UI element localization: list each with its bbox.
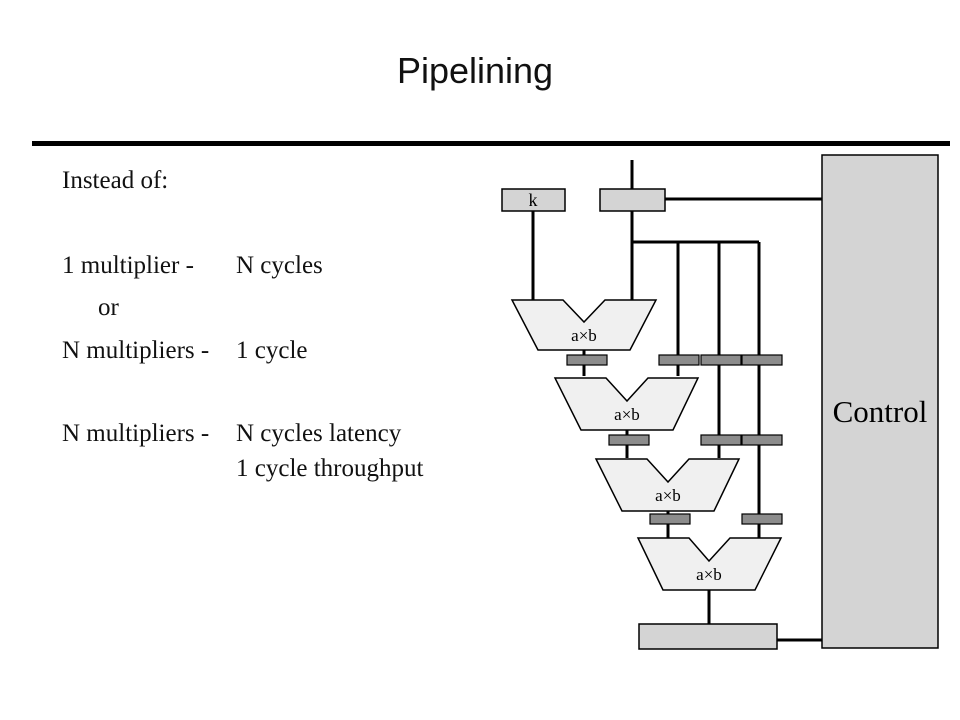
multiplier-3 [594, 458, 741, 512]
or-text: or [98, 294, 119, 321]
option2-left: N multipliers - [62, 337, 210, 364]
delay-register-1b [700, 354, 742, 366]
delay-register-1c [741, 354, 783, 366]
slide-title: Pipelining [396, 50, 554, 91]
delay-register-3a [741, 513, 783, 525]
multiplier-1 [510, 299, 658, 351]
output-register [638, 623, 778, 650]
option3-left: N multipliers - [62, 420, 210, 447]
k-label: k [529, 190, 538, 210]
option1-right: N cycles [236, 252, 323, 279]
multiplier-2-label: a×b [614, 405, 640, 424]
option3-right-line2: 1 cycle throughput [236, 455, 424, 482]
multiplier-1-label: a×b [571, 326, 597, 345]
delay-register-2b [741, 434, 783, 446]
option3-right-line1: N cycles latency [236, 420, 402, 447]
delay-register-2a [700, 434, 742, 446]
pipeline-register-s3 [649, 513, 691, 525]
multiplier-4-label: a×b [696, 565, 722, 584]
operand-register [599, 188, 666, 212]
control-label: Control [833, 394, 928, 429]
option2-right: 1 cycle [236, 337, 308, 364]
multiplier-4 [636, 537, 783, 591]
pipeline-register-s2 [608, 434, 650, 446]
title-divider [32, 141, 950, 146]
multiplier-2 [553, 377, 700, 431]
delay-register-1a [658, 354, 700, 366]
option1-left: 1 multiplier - [62, 252, 194, 279]
intro-text: Instead of: [62, 167, 169, 194]
control-block [821, 154, 939, 649]
k-register [501, 188, 566, 212]
pipeline-register-s1 [566, 354, 608, 366]
multiplier-3-label: a×b [655, 486, 681, 505]
